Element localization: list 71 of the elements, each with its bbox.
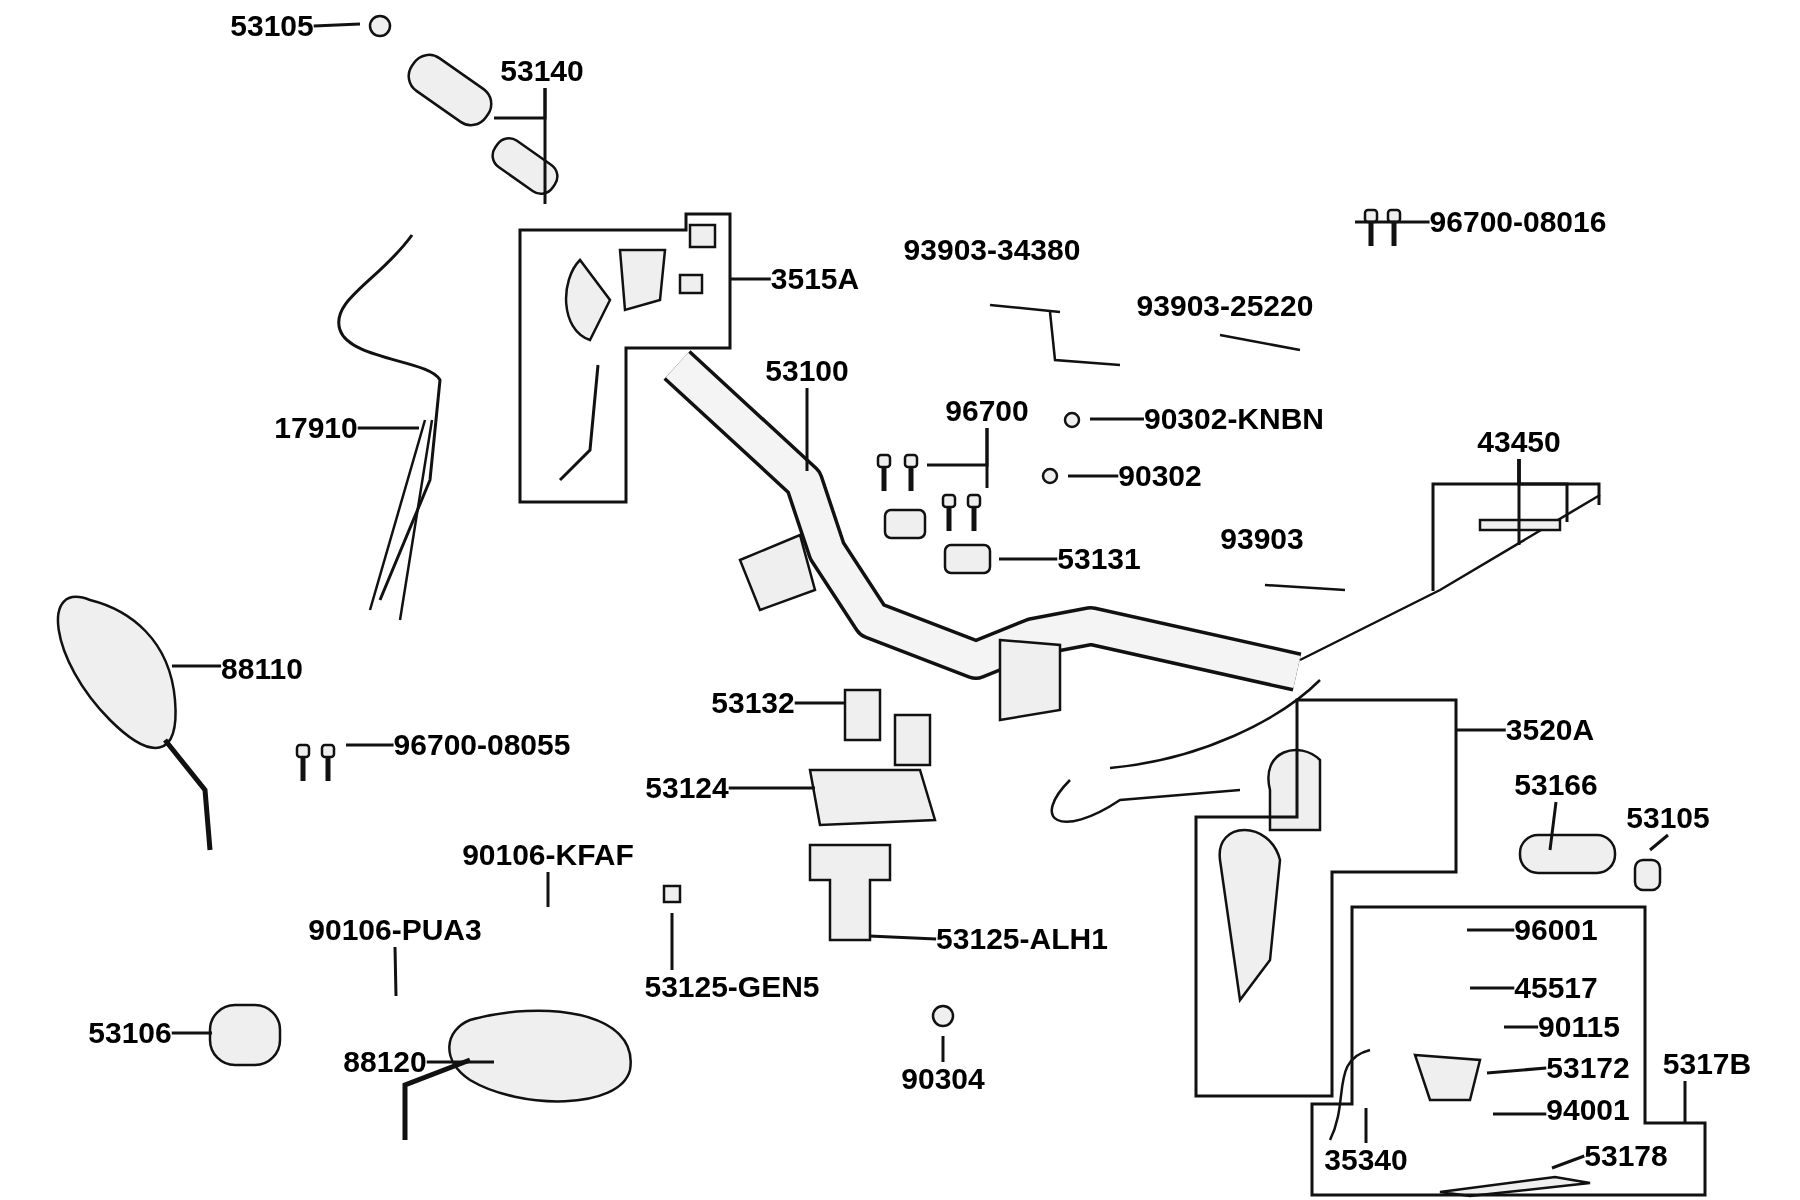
leader-line xyxy=(1364,1108,1368,1143)
leader-line xyxy=(1504,1025,1539,1029)
callout-number: 45517 xyxy=(1514,971,1598,1005)
leader-line xyxy=(999,557,1058,561)
leader-line xyxy=(1683,1081,1687,1123)
callout-number: 3515A xyxy=(770,262,860,296)
leader-line xyxy=(543,88,547,204)
leader-line xyxy=(868,934,937,941)
leader-line xyxy=(730,277,771,281)
leader-line xyxy=(794,701,844,705)
callout-number: 53125-GEN5 xyxy=(644,970,820,1004)
callout-number: 43450 xyxy=(1477,425,1561,459)
callout-number: 53105 xyxy=(1626,801,1710,835)
leader-line xyxy=(1548,801,1558,851)
leader-line xyxy=(546,872,550,907)
leader-line xyxy=(426,1060,494,1064)
callout-number: 53131 xyxy=(1057,542,1141,576)
callout-number: 53105 xyxy=(230,9,314,43)
callout-number: 53106 xyxy=(88,1016,172,1050)
callout-number: 53124 xyxy=(645,771,729,805)
part-number: 93903-34380 xyxy=(903,233,1081,267)
callout-number: 53166 xyxy=(1514,768,1598,802)
group-outline xyxy=(520,214,730,502)
leader-line xyxy=(1090,417,1144,421)
callout-number: 53132 xyxy=(711,686,795,720)
callout-number: 90115 xyxy=(1538,1010,1620,1044)
callout-number: 53125-ALH1 xyxy=(936,922,1108,956)
leader-line xyxy=(670,913,674,970)
part-number: 93903-25220 xyxy=(1136,289,1314,323)
callout-number: 90106-PUA3 xyxy=(308,913,482,947)
callout-number: 90302 xyxy=(1118,459,1202,493)
callout-number: 94001 xyxy=(1546,1093,1630,1127)
leader-line xyxy=(393,946,398,997)
leader-line xyxy=(1517,459,1601,505)
callout-number: 96001 xyxy=(1514,913,1598,947)
callout-number: 96700 xyxy=(945,394,1029,428)
callout-number: 53172 xyxy=(1546,1051,1630,1085)
leader-line xyxy=(346,743,394,747)
callout-number: 3520A xyxy=(1505,713,1595,747)
callout-number: 35340 xyxy=(1324,1143,1408,1177)
callout-number: 53178 xyxy=(1584,1139,1668,1173)
leader-line xyxy=(927,428,989,467)
leader-line xyxy=(728,786,815,790)
group-outline xyxy=(1196,700,1456,1096)
leader-line xyxy=(1649,833,1669,852)
leader-line xyxy=(1456,728,1506,732)
leader-line xyxy=(1551,1154,1585,1170)
leader-line xyxy=(1068,474,1119,478)
leader-line xyxy=(1355,220,1430,224)
leader-line xyxy=(1486,1066,1547,1075)
leader-line xyxy=(1467,928,1515,932)
callout-number: 5317B xyxy=(1662,1047,1752,1081)
part-number: 93903 xyxy=(1220,522,1304,556)
callout-number: 53140 xyxy=(500,54,584,88)
callout-number: 90106-KFAF xyxy=(462,838,634,872)
callout-number: 90302-KNBN xyxy=(1143,402,1325,436)
leader-line xyxy=(941,1036,945,1062)
leader-line xyxy=(172,664,222,668)
leader-line xyxy=(171,1031,212,1035)
leader-line xyxy=(805,388,809,471)
callout-number: 88120 xyxy=(343,1045,427,1079)
callout-number: 88110 xyxy=(221,652,303,686)
callout-number: 96700-08055 xyxy=(393,728,571,762)
leader-line xyxy=(1493,1112,1547,1116)
callout-number: 96700-08016 xyxy=(1429,205,1607,239)
callout-number: 17910 xyxy=(274,411,358,445)
callout-number: 53100 xyxy=(765,354,849,388)
leader-line xyxy=(357,426,419,430)
leader-line xyxy=(1470,986,1515,990)
leader-line xyxy=(313,22,361,28)
callout-number: 90304 xyxy=(901,1062,985,1096)
